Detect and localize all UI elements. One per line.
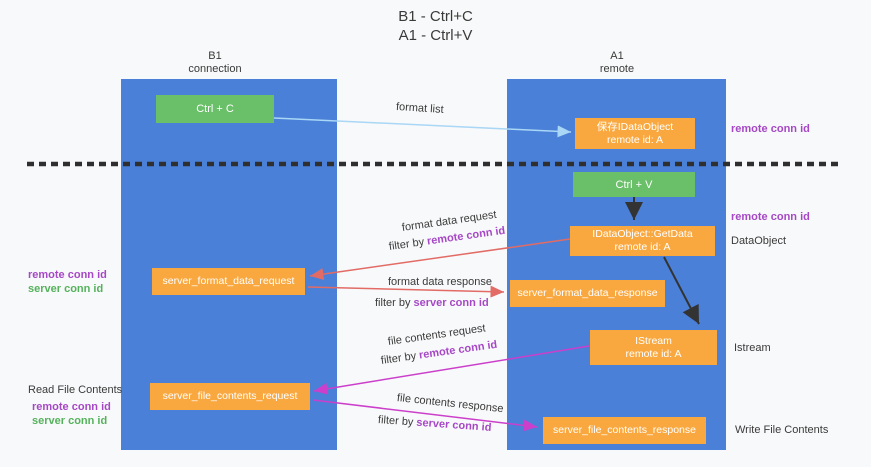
lane-header-a1: A1 remote <box>542 50 692 76</box>
remote-conn-id-label-file-left: remote conn id <box>32 401 111 413</box>
istream-line2: remote id: A <box>625 347 682 360</box>
lane-a1-name: A1 <box>610 50 624 62</box>
remote-conn-id-label-top-right: remote conn id <box>731 123 810 135</box>
filter-by-text: filter by <box>377 414 414 429</box>
save-dataobject-line1: 保存IDataObject <box>596 120 674 133</box>
server-format-data-response-box: server_format_data_response <box>510 280 665 307</box>
server-file-contents-request-box: server_file_contents_request <box>150 383 310 410</box>
format-data-response-label: format data response <box>388 276 492 288</box>
diagram-title: B1 - Ctrl+C A1 - Ctrl+V <box>0 7 871 45</box>
format-list-label: format list <box>395 101 444 116</box>
remote-conn-id-label-format-left: remote conn id <box>28 269 107 281</box>
title-line-2: A1 - Ctrl+V <box>398 27 473 44</box>
server-format-data-request-box: server_format_data_request <box>152 268 305 295</box>
remote-conn-id-inline: remote conn id <box>418 338 499 362</box>
server-conn-id-label-file-left: server conn id <box>32 415 108 427</box>
title-line-1: B1 - Ctrl+C <box>398 8 473 25</box>
istream-line1: IStream <box>635 334 672 347</box>
lane-b1-role: connection <box>188 63 242 75</box>
filter-by-text: filter by <box>380 350 417 367</box>
save-dataobject-box: 保存IDataObject remote id: A <box>575 118 695 149</box>
server-format-data-request-label: server_format_data_request <box>162 275 295 287</box>
server-file-contents-response-box: server_file_contents_response <box>543 417 706 444</box>
idataobject-getdata-box: IDataObject::GetData remote id: A <box>570 226 715 256</box>
file-contents-response-label: file contents response <box>396 392 505 416</box>
filter-by-text: filter by <box>375 297 411 309</box>
server-file-contents-request-label: server_file_contents_request <box>162 390 298 402</box>
server-conn-id-inline: server conn id <box>415 416 492 434</box>
getdata-line2: remote id: A <box>614 241 671 253</box>
lane-b1-name: B1 <box>208 50 222 62</box>
lane-header-b1: B1 connection <box>140 50 290 76</box>
ctrl-v-label: Ctrl + V <box>615 178 653 191</box>
istream-box: IStream remote id: A <box>590 330 717 365</box>
getdata-line1: IDataObject::GetData <box>592 228 693 240</box>
ctrl-c-label: Ctrl + C <box>196 103 234 115</box>
remote-conn-id-label-mid-right: remote conn id <box>731 211 810 223</box>
istream-side-label: Istream <box>734 342 771 354</box>
ctrl-c-box: Ctrl + C <box>156 95 274 123</box>
write-file-contents-label: Write File Contents <box>735 424 829 436</box>
server-conn-id-inline: server conn id <box>413 297 489 309</box>
dataobject-label: DataObject <box>731 235 787 247</box>
save-dataobject-line2: remote id: A <box>606 133 664 146</box>
server-file-contents-response-label: server_file_contents_response <box>552 424 696 436</box>
ctrl-v-box: Ctrl + V <box>573 172 695 197</box>
server-format-data-response-label: server_format_data_response <box>517 287 658 299</box>
read-file-contents-label: Read File Contents <box>28 384 123 396</box>
server-conn-id-label-format-left: server conn id <box>28 283 104 295</box>
filter-by-text: filter by <box>388 236 425 253</box>
lane-a1-role: remote <box>599 63 635 75</box>
